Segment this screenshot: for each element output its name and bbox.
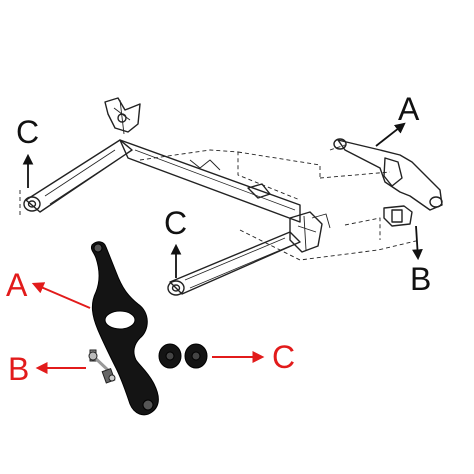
callout-a-photo: A — [6, 267, 91, 309]
label-b-photo: B — [8, 351, 29, 387]
callout-b-photo: B — [8, 351, 86, 387]
label-b-drawing: B — [410, 261, 431, 297]
label-c-photo: C — [272, 339, 295, 375]
callout-c-left: C — [16, 114, 39, 188]
part-c-bushings — [158, 343, 208, 369]
left-mount — [104, 97, 141, 133]
rear-axle-drawing — [19, 97, 443, 296]
part-a-control-arm — [91, 241, 159, 416]
right-mount — [289, 211, 323, 253]
drawing-arm-a — [337, 139, 443, 211]
callout-a-drawing: A — [375, 91, 420, 147]
drawing-link-b — [383, 205, 413, 227]
label-a-drawing: A — [398, 91, 420, 127]
label-a-photo: A — [6, 267, 28, 303]
right-trailing-arm — [169, 231, 301, 295]
callout-b-drawing: B — [410, 225, 431, 297]
callout-c-photo: C — [212, 339, 295, 375]
callout-c-center: C — [164, 205, 187, 278]
cross-beam — [119, 139, 301, 223]
left-trailing-arm — [25, 139, 133, 213]
label-c-left: C — [16, 114, 39, 150]
label-c-center: C — [164, 205, 187, 241]
part-b-link — [88, 349, 116, 384]
